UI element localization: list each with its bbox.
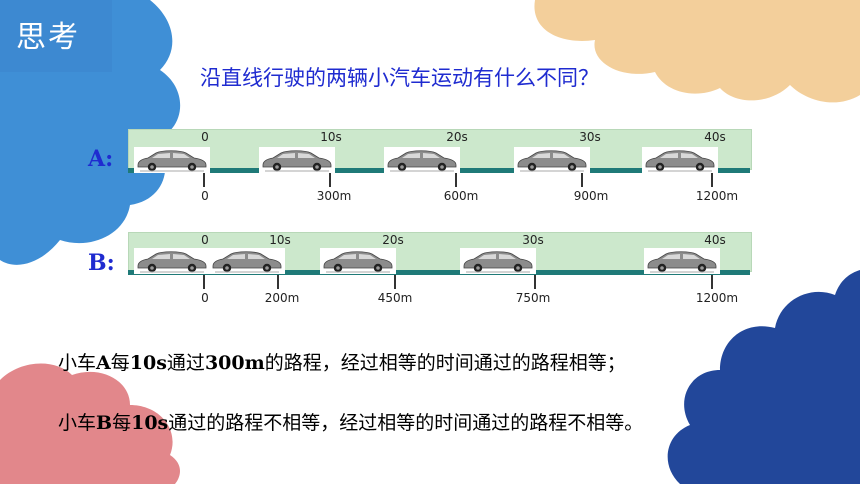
row-a-car-3: [514, 147, 590, 173]
decor-blob-top-right: [500, 0, 860, 103]
row-a-car-4: [642, 147, 718, 173]
row-b-time-label-2: 20s: [382, 233, 404, 247]
row-b-tick-4: [711, 275, 713, 289]
row-b-tick-0: [203, 275, 205, 289]
row-b-distance-label-1: 200m: [264, 291, 300, 305]
row-b-distance-label-0: 0: [201, 291, 209, 305]
conclusion-b: 小车B每10s通过的路程不相等，经过相等的时间通过的路程不相等。: [58, 412, 644, 434]
row-a-distance-label-2: 600m: [443, 189, 479, 203]
row-a-car-0: [134, 147, 210, 173]
row-a-label: A:: [88, 146, 114, 172]
row-b-car-2: [320, 248, 396, 274]
row-a-car-2: [384, 147, 460, 173]
page-title: 思考: [16, 20, 80, 55]
row-b-distance-label-4: 1200m: [695, 291, 739, 305]
row-b-distance-label-3: 750m: [515, 291, 551, 305]
conclusion-a: 小车A每10s通过300m的路程，经过相等的时间通过的路程相等；: [58, 352, 626, 374]
row-b-tick-2: [394, 275, 396, 289]
decor-blob-bottom-right: [667, 270, 860, 484]
row-a-tick-4: [711, 173, 713, 187]
row-a-tick-1: [329, 173, 331, 187]
row-a-distance-label-3: 900m: [573, 189, 609, 203]
row-b-car-0: [134, 248, 210, 274]
row-a-distance-label-0: 0: [201, 189, 209, 203]
row-b-time-label-0: 0: [201, 233, 209, 247]
row-b-distance-label-2: 450m: [377, 291, 413, 305]
title-box: 思考: [0, 0, 112, 72]
row-a-time-label-0: 0: [201, 130, 209, 144]
row-b-tick-1: [277, 275, 279, 289]
row-a-distance-label-4: 1200m: [695, 189, 739, 203]
question-text: 沿直线行驶的两辆小汽车运动有什么不同？: [200, 66, 599, 90]
row-a-time-label-4: 40s: [704, 130, 726, 144]
row-a-tick-2: [455, 173, 457, 187]
decor-blob-bottom-left: [0, 363, 180, 484]
row-a-time-label-3: 30s: [579, 130, 601, 144]
row-b-time-label-4: 40s: [704, 233, 726, 247]
decor-blob-top-left: [0, 0, 181, 265]
row-b-car-1: [209, 248, 285, 274]
row-b-time-label-3: 30s: [522, 233, 544, 247]
row-a-time-label-1: 10s: [320, 130, 342, 144]
row-b-rail: [128, 270, 750, 275]
row-a-time-label-2: 20s: [446, 130, 468, 144]
row-a-car-1: [259, 147, 335, 173]
row-b-tick-3: [534, 275, 536, 289]
row-b-car-4: [644, 248, 720, 274]
row-b-label: B:: [88, 250, 115, 276]
row-a-tick-3: [581, 173, 583, 187]
row-a-tick-0: [203, 173, 205, 187]
row-b-time-label-1: 10s: [269, 233, 291, 247]
row-a-distance-label-1: 300m: [316, 189, 352, 203]
row-b-car-3: [460, 248, 536, 274]
